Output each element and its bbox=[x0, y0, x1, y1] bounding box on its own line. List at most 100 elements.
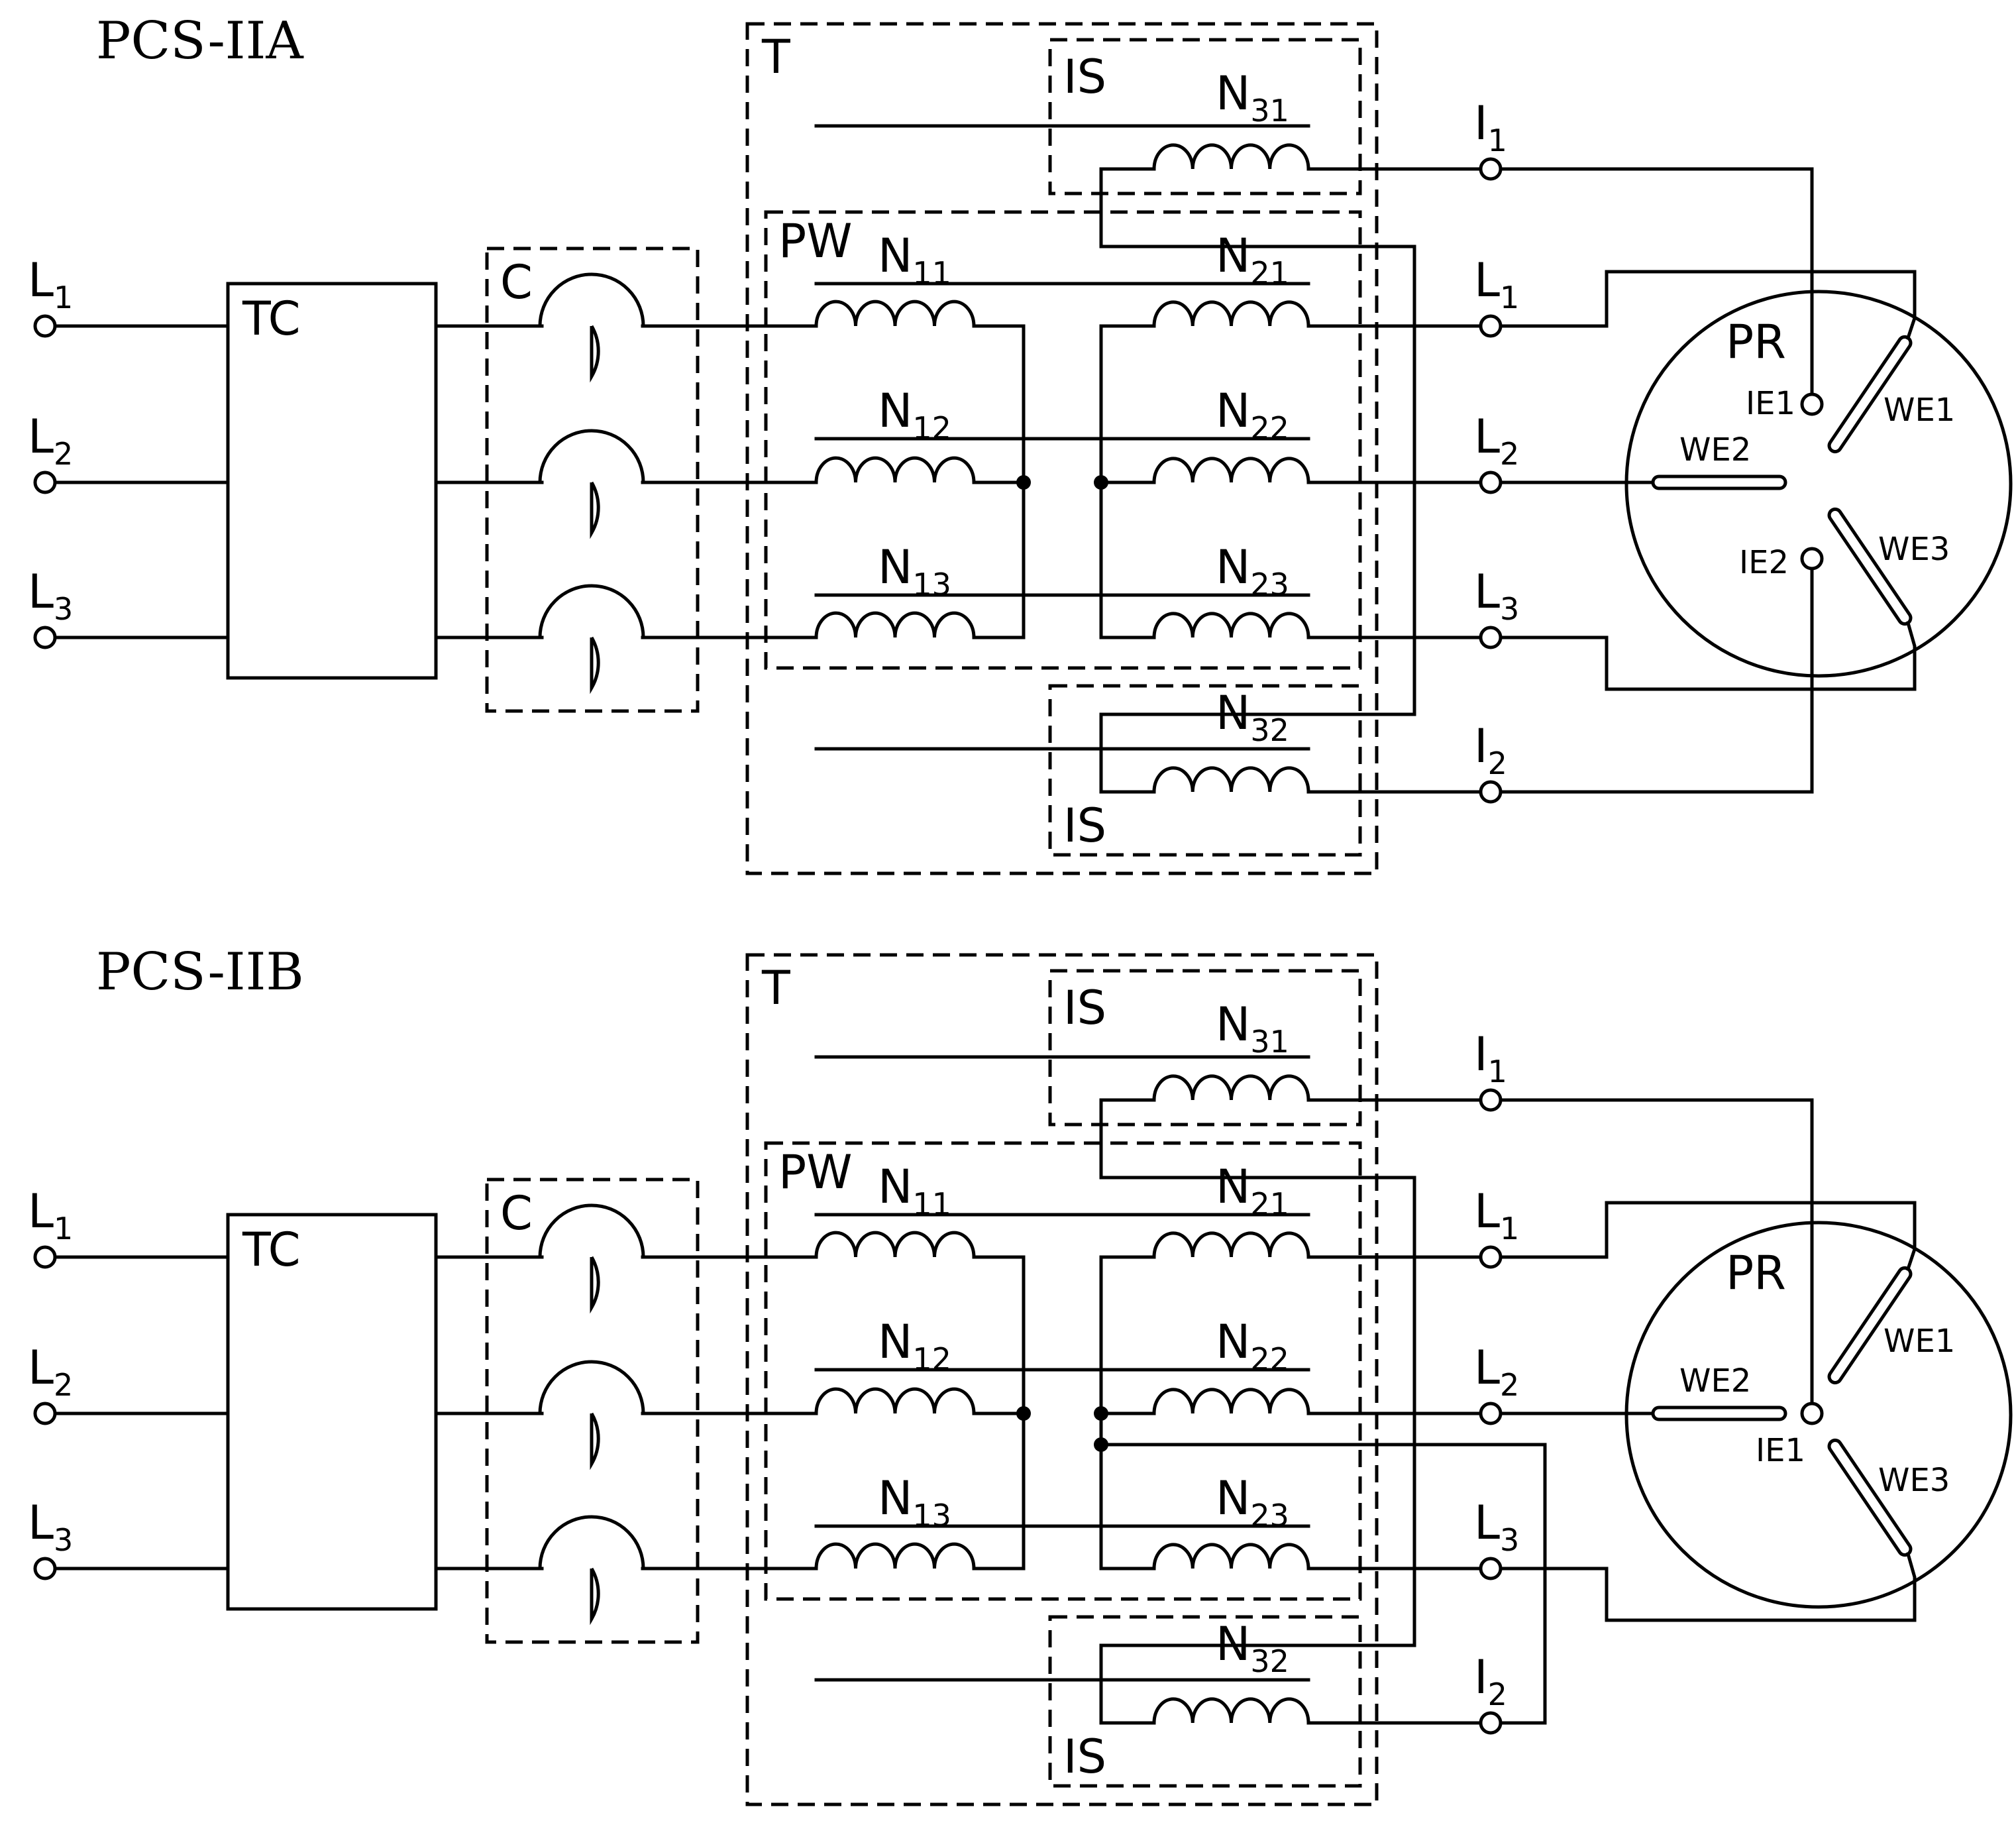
ie2-electrode bbox=[1800, 547, 1824, 571]
secondary-winding-1 bbox=[1152, 300, 1310, 327]
current-transformer-1 bbox=[538, 1203, 645, 1314]
secondary-winding-label-3-sub: 23 bbox=[1250, 567, 1289, 602]
we3-lead bbox=[1499, 620, 1917, 691]
is-winding-label-top-main: N bbox=[1216, 66, 1250, 121]
input-label-1-main: L bbox=[28, 1184, 54, 1239]
secondary-winding-label-2: N22 bbox=[1216, 1315, 1289, 1377]
primary-winding-1 bbox=[814, 300, 976, 327]
input-label-1-sub: 1 bbox=[54, 280, 73, 315]
junction-dot bbox=[1094, 1406, 1108, 1421]
output-label-4-sub: 3 bbox=[1500, 591, 1519, 627]
output-label-2: L1 bbox=[1474, 1184, 1519, 1246]
output-label-5-main: I bbox=[1474, 1650, 1488, 1704]
is-block-top bbox=[1048, 38, 1362, 195]
is-winding-label-bottom-sub: 32 bbox=[1250, 712, 1289, 748]
diagram-pcs-iib: PCS-IIBL1L2L3TCCTPWISISN11N12N13N21N22N2… bbox=[28, 942, 2013, 1806]
primary-winding-label-2-main: N bbox=[878, 384, 912, 438]
is-label-top: IS bbox=[1063, 981, 1106, 1035]
is-winding-top bbox=[1152, 143, 1310, 170]
c-block bbox=[485, 247, 700, 713]
secondary-winding-label-3-main: N bbox=[1216, 1471, 1250, 1525]
output-label-3: L2 bbox=[1474, 410, 1519, 472]
input-terminal-2 bbox=[33, 1402, 57, 1425]
pw-label: PW bbox=[778, 1145, 852, 1199]
output-label-1: I1 bbox=[1474, 96, 1507, 158]
ct-outer-arc bbox=[538, 584, 645, 638]
ie2-lead bbox=[1499, 567, 1814, 794]
primary-winding-3 bbox=[814, 611, 976, 638]
current-transformer-3 bbox=[538, 1515, 645, 1626]
secondary-winding-3 bbox=[1152, 612, 1310, 638]
output-label-4: L3 bbox=[1474, 565, 1519, 627]
we2-label: WE2 bbox=[1679, 1362, 1751, 1400]
ie1-electrode bbox=[1800, 1402, 1824, 1425]
secondary-winding-label-3: N23 bbox=[1216, 540, 1289, 602]
output-label-5: I2 bbox=[1474, 1650, 1507, 1712]
output-label-4-sub: 3 bbox=[1500, 1522, 1519, 1558]
input-label-3: L3 bbox=[28, 1496, 73, 1558]
ct-outer-arc bbox=[538, 1515, 645, 1569]
primary-winding-label-3-sub: 13 bbox=[912, 1498, 951, 1533]
c-block bbox=[485, 1178, 700, 1644]
input-label-2-main: L bbox=[28, 410, 54, 464]
output-label-5: I2 bbox=[1474, 719, 1507, 781]
primary-winding-2 bbox=[814, 1387, 976, 1414]
input-label-2-sub: 2 bbox=[54, 1367, 73, 1403]
output-label-1-sub: 1 bbox=[1488, 1054, 1507, 1089]
input-terminal-1 bbox=[33, 1245, 57, 1269]
is-winding-label-top-main: N bbox=[1216, 997, 1250, 1052]
is-winding-label-top-sub: 31 bbox=[1250, 1024, 1289, 1060]
input-label-2-main: L bbox=[28, 1341, 54, 1395]
diagram-title: PCS-IIB bbox=[96, 942, 304, 1002]
ct-inner-arc bbox=[590, 1256, 600, 1314]
primary-winding-label-1-main: N bbox=[878, 1160, 912, 1214]
is-winding-label-top: N31 bbox=[1216, 997, 1289, 1060]
secondary-winding-2 bbox=[1152, 1388, 1310, 1414]
t-block bbox=[745, 22, 1379, 875]
t-label: T bbox=[761, 30, 790, 84]
output-terminal-5 bbox=[1479, 1711, 1503, 1735]
output-label-3-sub: 2 bbox=[1500, 1367, 1519, 1403]
input-label-1-sub: 1 bbox=[54, 1211, 73, 1246]
tc-label: TC bbox=[242, 1223, 301, 1277]
secondary-winding-label-2: N22 bbox=[1216, 384, 1289, 446]
secondary-winding-label-1-sub: 21 bbox=[1250, 1186, 1289, 1222]
we2-electrode-body bbox=[1651, 474, 1787, 490]
input-label-2-sub: 2 bbox=[54, 436, 73, 472]
output-label-4-main: L bbox=[1474, 1496, 1500, 1550]
primary-winding-label-3: N13 bbox=[878, 1471, 951, 1533]
output-label-3: L2 bbox=[1474, 1341, 1519, 1403]
output-label-2-main: L bbox=[1474, 1184, 1500, 1239]
we1-lead bbox=[1499, 1201, 1917, 1272]
ct-outer-arc bbox=[538, 272, 645, 327]
is-block-top bbox=[1048, 969, 1362, 1127]
output-label-3-main: L bbox=[1474, 410, 1500, 464]
diagram-pcs-iia: PCS-IIAL1L2L3TCCTPWISISN11N12N13N21N22N2… bbox=[28, 11, 2013, 875]
junction-dot bbox=[1094, 475, 1108, 490]
output-terminal-1 bbox=[1479, 1088, 1503, 1112]
secondary-winding-label-2-main: N bbox=[1216, 1315, 1250, 1369]
primary-winding-label-2: N12 bbox=[878, 1315, 951, 1377]
output-terminal-2 bbox=[1479, 1245, 1503, 1269]
current-transformer-1 bbox=[538, 272, 645, 383]
output-label-5-main: I bbox=[1474, 719, 1488, 773]
output-label-2: L1 bbox=[1474, 253, 1519, 315]
current-transformer-2 bbox=[538, 1360, 645, 1470]
primary-winding-3 bbox=[814, 1542, 976, 1569]
input-terminal-1 bbox=[33, 314, 57, 338]
secondary-winding-label-3-sub: 23 bbox=[1250, 1498, 1289, 1533]
output-label-1: I1 bbox=[1474, 1027, 1507, 1089]
ct-inner-arc bbox=[590, 1567, 600, 1626]
is-winding-label-bottom: N32 bbox=[1216, 686, 1289, 748]
is-winding-bottom bbox=[1152, 1697, 1310, 1724]
output-terminal-3 bbox=[1479, 470, 1503, 494]
t-label: T bbox=[761, 961, 790, 1015]
ct-outer-arc bbox=[538, 1360, 645, 1414]
input-label-2: L2 bbox=[28, 1341, 73, 1403]
secondary-winding-label-1-sub: 21 bbox=[1250, 255, 1289, 291]
junction-dot bbox=[1016, 475, 1031, 490]
output-terminal-2 bbox=[1479, 314, 1503, 338]
ct-outer-arc bbox=[538, 429, 645, 483]
output-terminal-3 bbox=[1479, 1402, 1503, 1425]
